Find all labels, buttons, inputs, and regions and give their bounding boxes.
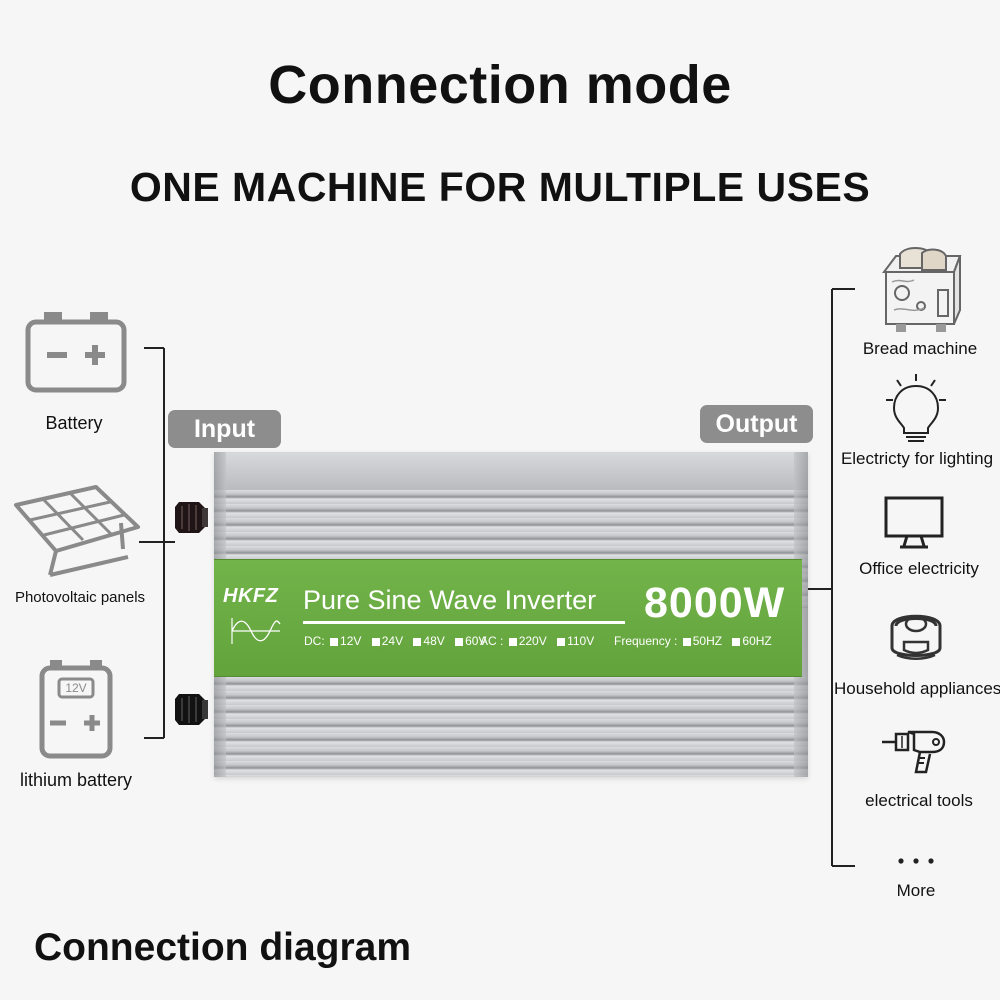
inverter-bottom-fins <box>214 677 808 777</box>
dc-option: 48V <box>413 632 445 650</box>
dc-option-text: 12V <box>340 634 362 648</box>
frequency-checkbox <box>682 637 691 646</box>
more-label: More <box>896 881 936 900</box>
inverter-title: Pure Sine Wave Inverter <box>303 585 597 615</box>
ac-option-text: 110V <box>567 634 595 648</box>
ac-checkbox <box>557 637 566 646</box>
sine-wave-icon <box>231 618 281 644</box>
frequency-option: 60HZ <box>732 632 772 650</box>
frequency-label: Frequency : <box>614 634 678 648</box>
toaster-icon <box>882 247 962 332</box>
inverter-device: HKFZ Pure Sine Wave Inverter 8000W DC: 1… <box>214 452 808 777</box>
dc-checkbox <box>413 637 422 646</box>
output-tag: Output <box>700 405 813 443</box>
dc-option: 24V <box>371 632 404 650</box>
input-tag: Input <box>168 410 281 448</box>
brand-name: HKFZ <box>223 585 279 607</box>
inverter-title-underline <box>303 621 625 624</box>
electrical-tools-label: electrical tools <box>865 791 973 810</box>
ac-label: AC : <box>480 634 504 648</box>
light-bulb-icon <box>886 374 946 442</box>
dc-checkbox <box>371 637 380 646</box>
dc-label: DC: <box>304 634 325 648</box>
frequency-option-text: 60HZ <box>742 634 772 648</box>
solar-panel-icon <box>14 485 140 577</box>
input-terminal-bottom <box>175 694 208 725</box>
office-electricity-label: Office electricity <box>859 559 979 578</box>
dc-option: 12V <box>330 632 361 650</box>
monitor-icon <box>884 496 944 549</box>
photovoltaic-panels-label: Photovoltaic panels <box>14 589 146 606</box>
dc-option-text: 48V <box>423 634 445 648</box>
ac-option: 220V <box>508 632 547 650</box>
lithium-battery-badge: 12V <box>65 681 86 695</box>
frequency-spec-group: Frequency : 50HZ 60HZ <box>614 632 779 650</box>
more-dots-icon <box>898 858 934 864</box>
battery-icon <box>25 312 127 393</box>
inverter-top-cap <box>214 452 808 491</box>
lithium-battery-icon: 12V <box>39 660 113 759</box>
household-appliances-label: Household appliances <box>834 679 1000 698</box>
drill-icon <box>882 730 946 774</box>
footer-title: Connection diagram <box>34 926 412 969</box>
ac-option-text: 220V <box>518 634 547 648</box>
lighting-label: Electricty for lighting <box>840 449 994 468</box>
dc-option: 60V <box>455 632 486 650</box>
ac-checkbox <box>508 637 517 646</box>
page-title: Connection mode <box>268 55 732 115</box>
dc-option-text: 60V <box>465 634 487 648</box>
rice-cooker-icon <box>890 614 942 660</box>
lithium-battery-label: lithium battery <box>19 770 133 790</box>
dc-checkbox <box>455 637 464 646</box>
frequency-option: 50HZ <box>682 632 723 650</box>
frequency-checkbox <box>732 637 741 646</box>
page-subtitle: ONE MACHINE FOR MULTIPLE USES <box>129 164 871 210</box>
bread-machine-label: Bread machine <box>862 339 978 358</box>
dc-option-text: 24V <box>381 634 404 648</box>
dc-spec-group: DC: 12V 24V 48V 60V <box>304 632 493 650</box>
inverter-spec-row: DC: 12V 24V 48V 60V AC : 220V 110V Frequ… <box>304 632 794 650</box>
frequency-option-text: 50HZ <box>692 634 723 648</box>
input-terminal-top <box>175 502 208 533</box>
dc-checkbox <box>330 637 339 646</box>
battery-label: Battery <box>45 413 103 433</box>
inverter-label-panel: HKFZ Pure Sine Wave Inverter 8000W DC: 1… <box>214 559 802 677</box>
power-rating: 8000W <box>644 579 786 627</box>
ac-option: 110V <box>557 632 594 650</box>
ac-spec-group: AC : 220V 110V <box>480 632 601 650</box>
